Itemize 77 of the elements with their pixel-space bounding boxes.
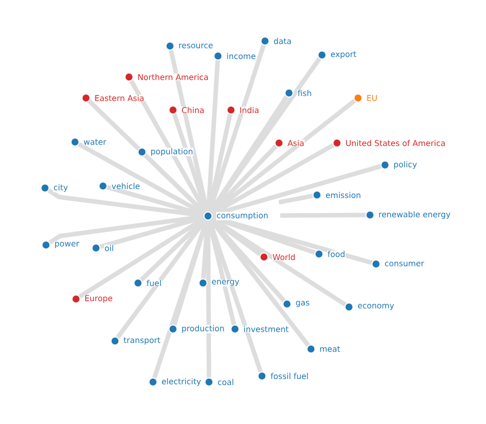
node-label: food [328,250,344,258]
node-label: electricity [162,378,201,386]
graph-node: renewable energy [366,210,451,220]
node-label: China [182,106,204,114]
graph-node: economy [344,302,395,312]
graph-node: water [70,138,107,146]
graph-node: Eastern Asia [82,94,145,102]
graph-node: data [260,36,292,46]
node-label: policy [394,161,417,169]
graph-node: food [314,250,346,258]
node-label: Eastern Asia [95,94,144,102]
graph-node: power [42,240,80,250]
node-label: oil [104,244,114,252]
node-label: gas [296,300,310,308]
node-label: fuel [146,280,161,286]
graph-node: fish [284,88,312,98]
node-label: economy [358,304,394,310]
graph-node: resource [166,42,214,50]
graph-node: transport [110,336,161,346]
node-label: emission [326,192,360,198]
node-label: water [84,139,106,145]
graph-node: consumer [372,260,424,268]
node-label: fish [298,90,312,96]
graph-node: meat [306,344,341,354]
node-label: World [272,254,295,260]
node-label: investment [244,326,288,332]
node-label: population [151,148,192,156]
node-label: United States of America [346,140,445,146]
graph-node: energy [198,278,240,288]
graph-node: China [168,106,205,114]
graph-node: United States of America [332,138,446,148]
graph-node: electricity [148,378,202,386]
graph-node: fuel [134,278,162,288]
graph-node: gas [282,300,310,308]
node-label: city [54,184,68,192]
edge-line [211,164,382,217]
graph-node: production [168,324,225,334]
node-label: consumer [384,262,424,266]
graph-node: Northern America [124,72,209,82]
edge-line [278,194,314,205]
graph-node: fossil fuel [258,372,309,380]
node-label: transport [124,337,160,345]
node-label: EU [367,95,377,101]
graph-node: export [318,50,357,60]
node-label: data [274,38,291,44]
edge-line [280,212,366,218]
graph-node: India [226,106,260,114]
graph-node: World [260,252,296,262]
node-label: renewable energy [379,211,450,219]
node-label: fossil fuel [270,372,308,380]
node-label: income [227,52,256,60]
graph-node: Europe [72,294,113,304]
graph-node: policy [380,160,418,170]
node-label: meat [320,346,340,352]
node-label: vehicle [112,182,140,190]
node-label: production [182,325,224,333]
graph-node: emission [312,190,362,200]
graph-node: population [138,148,194,156]
node-label: export [330,51,356,59]
graph-node: income [214,52,256,60]
graph-node: coal [204,378,234,386]
graph-node: city [40,184,68,192]
node-label: power [55,242,80,248]
node-label: Northern America [138,74,208,80]
node-label: Asia [288,140,304,146]
graph-node: EU [354,94,378,102]
graph-node: consumption [204,212,269,220]
graph-node: oil [92,244,114,252]
node-label: energy [212,280,240,286]
node-label: coal [218,378,234,386]
graph-node: Asia [274,138,305,148]
node-label: consumption [216,212,268,220]
node-label: India [240,106,258,114]
graph-node: vehicle [98,182,140,190]
graph-node: investment [230,324,289,334]
node-label: Europe [85,295,112,303]
node-label: resource [179,44,213,48]
